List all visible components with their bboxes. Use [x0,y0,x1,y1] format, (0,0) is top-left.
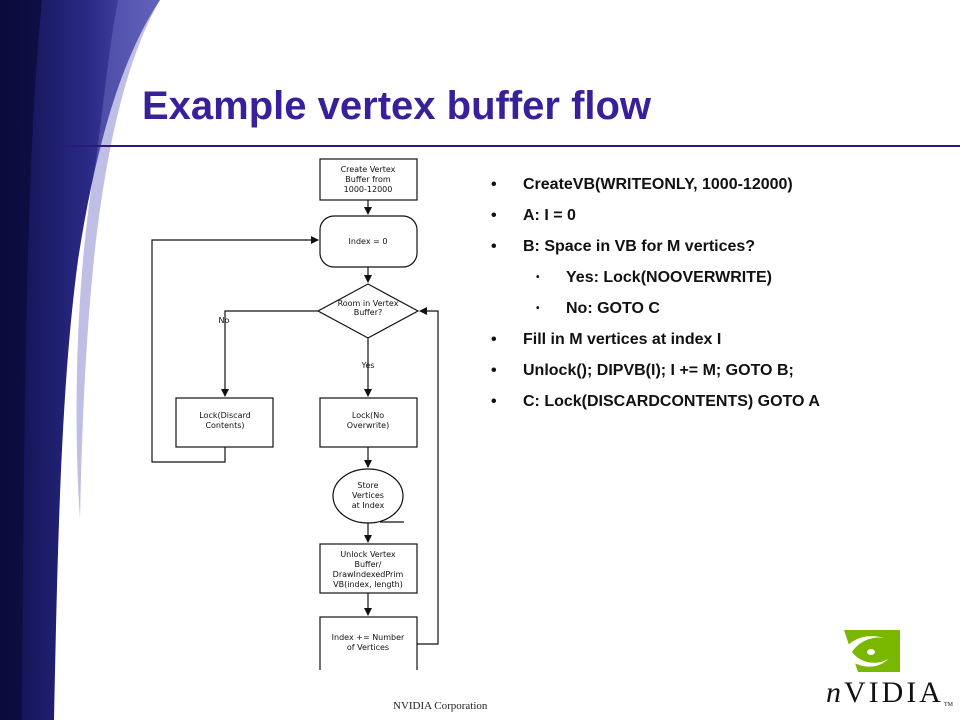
increment-line-1: Index += Number [332,633,405,642]
unlock-draw-box [319,543,418,594]
increment-line-2: of Vertices [347,643,389,652]
yes-branch-label: Yes [361,361,375,370]
decision-line-2: Buffer? [354,308,383,317]
store-line-3: at Index [352,501,385,510]
title-divider [62,145,960,147]
nvidia-wordmark: nVIDIATM [826,676,953,709]
bullet-item: Fill in M vertices at index I [487,329,867,351]
loop-increment-to-decision [417,307,439,645]
bullet-item: B: Space in VB for M vertices? [487,236,867,258]
bullet-item: CreateVB(WRITEONLY, 1000-12000) [487,174,867,196]
index-zero-label: Index = 0 [349,237,388,246]
unlock-line-2: Buffer/ [355,560,382,569]
loop-discard-to-index [151,236,319,463]
store-line-1: Store [357,481,378,490]
bullet-item: A: I = 0 [487,205,867,227]
decision-line-1: Room in Vertex [338,299,399,308]
sub-bullet-item: No: GOTO C [487,298,867,320]
wordmark-tm: TM [943,702,953,708]
slide-title: Example vertex buffer flow [142,84,652,128]
unlock-line-1: Unlock Vertex [340,550,396,559]
footer-company: NVIDIA Corporation [393,700,488,712]
vertex-buffer-flowchart: Create Vertex Buffer from 1000-12000 Ind… [151,158,439,670]
wordmark-n: n [826,676,844,709]
store-line-2: Vertices [352,491,384,500]
lock-discard-box [175,397,274,448]
arrow-decision-no [221,310,318,397]
bullet-item: C: Lock(DISCARDCONTENTS) GOTO A [487,391,867,413]
unlock-line-4: VB(index, length) [333,580,403,589]
wordmark-rest: VIDIA [844,676,944,709]
create-buffer-line-3: 1000-12000 [344,185,393,194]
create-buffer-box [319,158,418,201]
create-buffer-line-2: Buffer from [345,175,391,184]
bullet-item: Unlock(); DIPVB(I); I += M; GOTO B; [487,360,867,382]
lock-discard-line-2: Contents) [205,421,244,430]
decorative-swoosh-band [0,0,160,720]
sub-bullet-item: Yes: Lock(NOOVERWRITE) [487,267,867,289]
lock-no-overwrite-line-1: Lock(No [352,411,384,420]
index-increment-box [319,616,418,670]
nvidia-eye-icon [842,630,900,672]
create-buffer-line-1: Create Vertex [341,165,396,174]
bullet-list: CreateVB(WRITEONLY, 1000-12000) A: I = 0… [487,174,867,422]
lock-discard-line-1: Lock(Discard [199,411,250,420]
unlock-line-3: DrawIndexedPrim [333,570,404,579]
lock-no-overwrite-line-2: Overwrite) [347,421,389,430]
no-branch-label: No [219,316,230,325]
lock-no-overwrite-box [319,397,418,448]
